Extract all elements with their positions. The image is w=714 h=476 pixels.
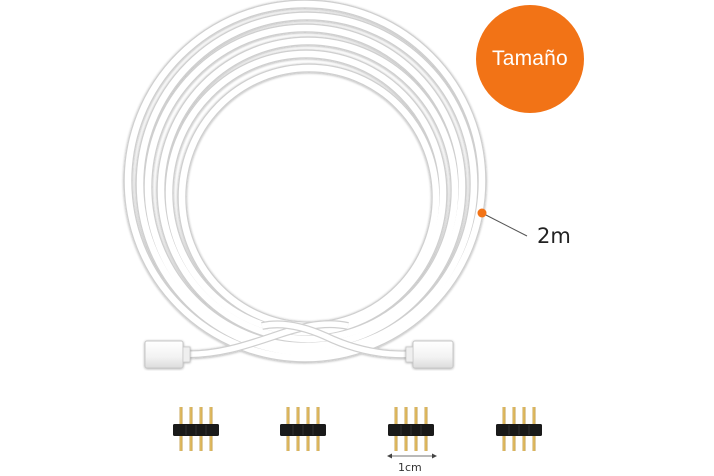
scale-label: 1cm <box>398 461 422 474</box>
left-plug <box>144 340 191 369</box>
pin-connector <box>280 407 326 451</box>
pin-connector <box>496 407 542 451</box>
cable-coil <box>123 0 487 363</box>
cable-length-label: 2m <box>537 224 571 248</box>
scale-arrow <box>387 453 437 459</box>
pin-connector <box>388 407 434 451</box>
size-badge-label: Tamaño <box>492 47 568 70</box>
right-plug <box>405 340 454 369</box>
pin-connectors <box>173 407 542 451</box>
pin-connector <box>173 407 219 451</box>
size-badge: Tamaño <box>476 5 584 113</box>
length-pointer <box>477 208 528 237</box>
